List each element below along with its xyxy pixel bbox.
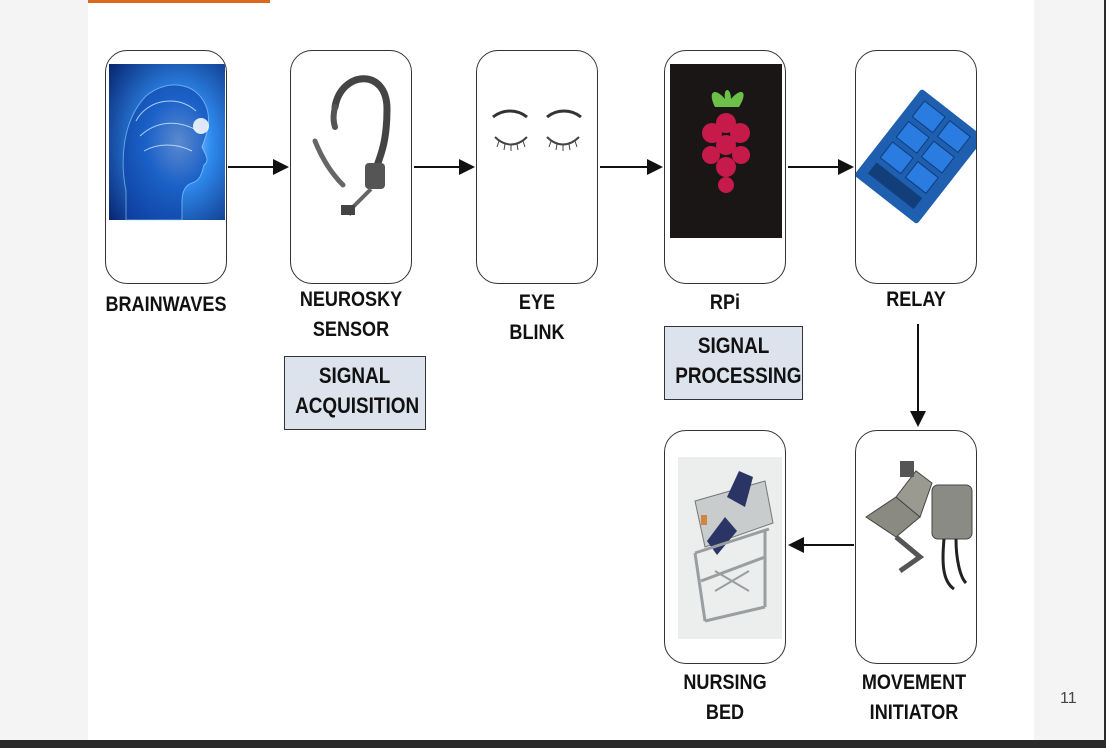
node-card-brainwaves	[105, 50, 227, 284]
relay-module-icon	[856, 89, 976, 224]
label-line: BLINK	[509, 321, 565, 344]
label-line: EYE	[518, 291, 556, 314]
label-nursing-bed: NURSING BED	[656, 668, 794, 728]
headset-icon	[312, 75, 391, 216]
label-line: NURSING	[683, 671, 767, 694]
node-card-relay	[855, 50, 977, 284]
label-rpi: RPi	[709, 291, 741, 314]
label-line: NEUROSKY	[299, 288, 403, 311]
stage-box-line: ACQUISITION	[295, 393, 420, 418]
node-card-rpi	[664, 50, 786, 284]
label-brainwaves: BRAINWAVES	[105, 293, 227, 316]
label-line: INITIATOR	[869, 701, 959, 724]
label-movement-initiator: MOVEMENT INITIATOR	[845, 668, 983, 728]
node-card-movement-initiator	[855, 430, 977, 664]
node-card-neurosky	[290, 50, 412, 284]
node-card-nursing-bed	[664, 430, 786, 664]
label-relay: RELAY	[886, 288, 946, 311]
closed-eyes-icon	[492, 109, 582, 151]
stage-box-signal-processing: SIGNAL PROCESSING	[664, 326, 803, 400]
accent-bar	[88, 0, 270, 3]
stage-box-signal-acquisition: SIGNAL ACQUISITION	[284, 356, 426, 430]
stage-box-line: SIGNAL	[319, 363, 391, 388]
page-number: 11	[1060, 690, 1077, 707]
label-eye-blink: EYE BLINK	[468, 288, 606, 348]
raspberry-pi-icon	[670, 64, 782, 238]
label-line: MOVEMENT	[861, 671, 967, 694]
label-line: BED	[705, 701, 745, 724]
brain-icon	[109, 64, 225, 221]
stage-box-line: PROCESSING	[675, 363, 802, 388]
label-line: SENSOR	[312, 318, 390, 341]
stage-box-line: SIGNAL	[697, 333, 770, 358]
hospital-bed-icon	[678, 457, 782, 639]
scissor-jack-icon	[865, 461, 973, 591]
node-card-eye-blink	[476, 50, 598, 284]
label-neurosky-sensor: NEUROSKY SENSOR	[282, 285, 420, 345]
